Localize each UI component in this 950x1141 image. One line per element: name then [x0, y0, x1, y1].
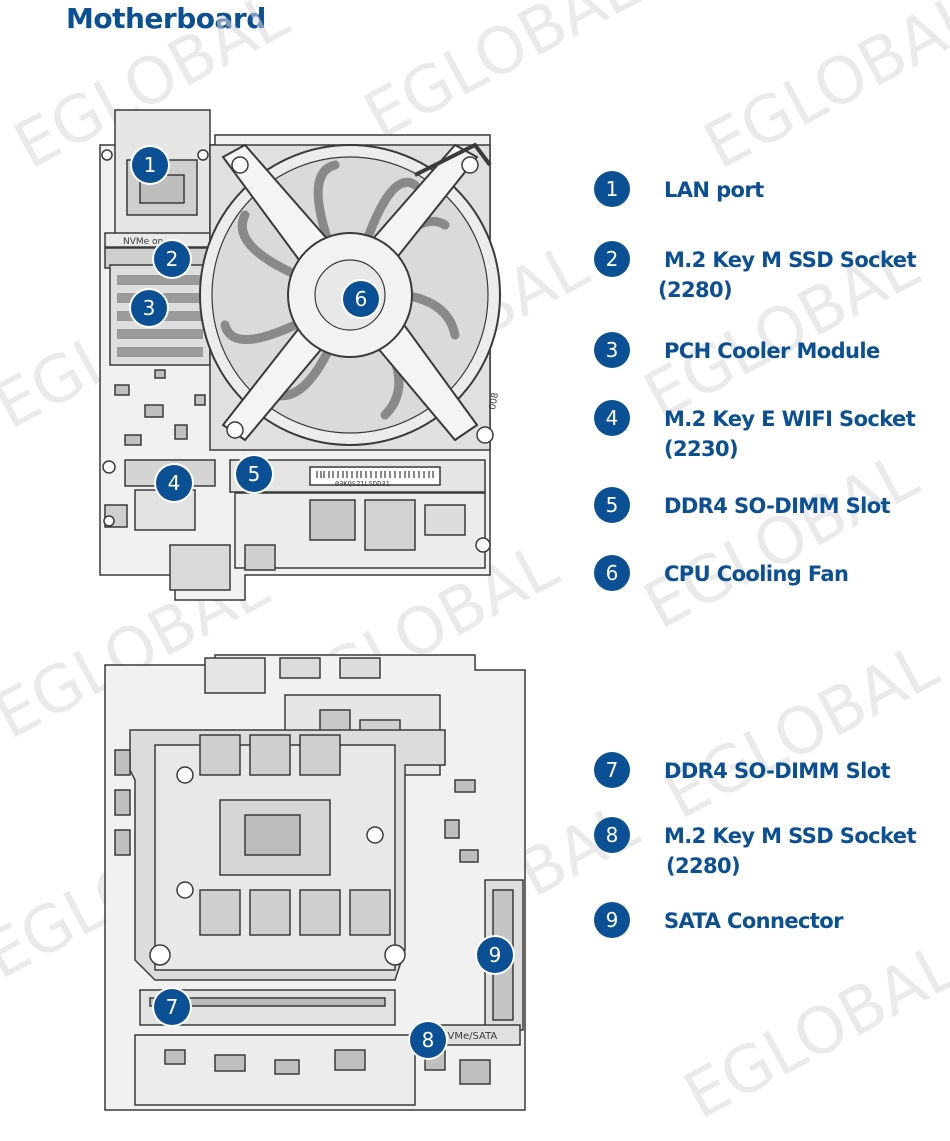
- watermark-text: EGLOBAL: [653, 629, 950, 834]
- legend-number: 3: [594, 332, 630, 368]
- legend-sublabel: (2230): [664, 434, 738, 464]
- watermark-text: EGLOBAL: [673, 929, 950, 1134]
- callout-3: 3: [131, 290, 167, 326]
- legend-label: DDR4 SO-DIMM Slot: [664, 756, 890, 786]
- callout-2: 2: [154, 241, 190, 277]
- legend-number: 7: [594, 752, 630, 788]
- callout-9: 9: [477, 937, 513, 973]
- watermark-text: EGLOBAL: [633, 439, 930, 644]
- legend-number: 1: [594, 171, 630, 207]
- legend-label: LAN port: [664, 175, 764, 205]
- callout-7: 7: [154, 989, 190, 1025]
- legend-number: 6: [594, 555, 630, 591]
- legend-number: 4: [594, 400, 630, 436]
- callout-5: 5: [236, 456, 272, 492]
- legend-number: 8: [594, 817, 630, 853]
- ram-sticker-text: 03KQS21LSDD31: [335, 480, 390, 488]
- watermark-text: EGLOBAL: [693, 0, 950, 184]
- legend-label: CPU Cooling Fan: [664, 559, 848, 589]
- callout-6: 6: [343, 281, 379, 317]
- legend-number: 2: [594, 241, 630, 277]
- legend-label: M.2 Key M SSD Socket: [664, 821, 916, 851]
- legend-label: SATA Connector: [664, 906, 843, 936]
- legend-label: M.2 Key E WIFI Socket: [664, 404, 915, 434]
- legend-sublabel: (2280): [658, 275, 732, 305]
- legend-label: M.2 Key M SSD Socket: [664, 245, 916, 275]
- legend-number: 5: [594, 487, 630, 523]
- callout-4: 4: [156, 465, 192, 501]
- nvme-silkscreen: NVMe on: [123, 237, 163, 247]
- legend-label: DDR4 SO-DIMM Slot: [664, 491, 890, 521]
- callout-1: 1: [132, 147, 168, 183]
- legend-sublabel: (2280): [666, 851, 740, 881]
- legend-label: PCH Cooler Module: [664, 336, 880, 366]
- legend-number: 9: [594, 902, 630, 938]
- motherboard-bottom-illustration: NVMe/SATA: [95, 650, 535, 1120]
- nvme-sata-silkscreen: NVMe/SATA: [440, 1031, 497, 1042]
- fan-cable-code: 008: [488, 392, 501, 411]
- callout-8: 8: [410, 1022, 446, 1058]
